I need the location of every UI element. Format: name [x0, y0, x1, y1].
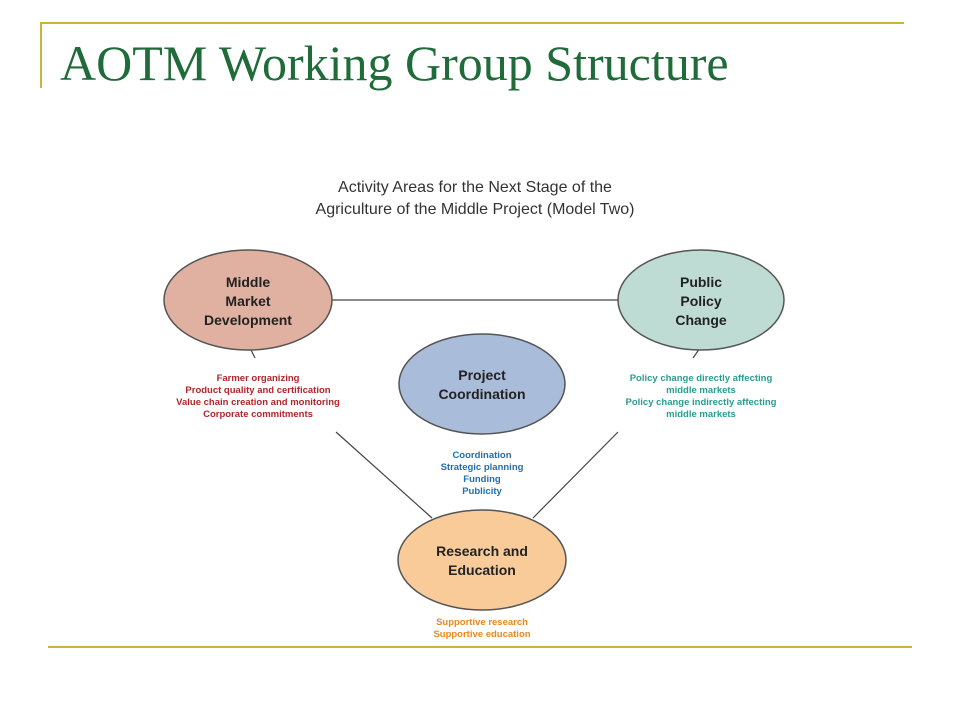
- middle-market-label-3: Development: [204, 312, 292, 328]
- middle-market-label-2: Market: [225, 293, 270, 309]
- slide-frame-left-line: [40, 22, 42, 88]
- research-education-activity-2: Supportive education: [433, 629, 530, 640]
- slide-title: AOTM Working Group Structure: [60, 35, 729, 91]
- research-education-node: [397, 509, 567, 611]
- research-education-label-1: Research and: [436, 543, 528, 559]
- public-policy-activity-1: Policy change directly affecting: [630, 373, 773, 384]
- slide-frame-bottom-line: [48, 646, 912, 648]
- slide-frame-top-line: [40, 22, 904, 24]
- middle-market-activity-2: Product quality and certification: [185, 385, 330, 396]
- middle-market-activity-1: Farmer organizing: [217, 373, 300, 384]
- public-policy-activity-2: middle markets: [666, 385, 736, 396]
- research-education-label-2: Education: [448, 562, 516, 578]
- connector-policy-research: [532, 431, 619, 519]
- middle-market-activity-4: Corporate commitments: [203, 409, 313, 420]
- project-coordination-activity-2: Strategic planning: [441, 462, 524, 473]
- middle-market-node: [163, 249, 333, 351]
- public-policy-label-3: Change: [675, 312, 727, 328]
- public-policy-label-2: Policy: [680, 293, 721, 309]
- middle-market-label-1: Middle: [226, 274, 271, 290]
- public-policy-node: [617, 249, 785, 351]
- public-policy-activity-3: Policy change indirectly affecting: [626, 397, 777, 408]
- project-coordination-label-1: Project: [458, 367, 506, 383]
- project-coordination-activity-4: Publicity: [462, 486, 502, 497]
- project-coordination-activity-1: Coordination: [452, 450, 511, 461]
- project-coordination-activity-3: Funding: [463, 474, 501, 485]
- research-education-activity-1: Supportive research: [436, 617, 528, 628]
- public-policy-activity-4: middle markets: [666, 409, 736, 420]
- project-coordination-node: [398, 333, 566, 435]
- diagram-heading-line2: Agriculture of the Middle Project (Model…: [316, 201, 635, 218]
- middle-market-activity-3: Value chain creation and monitoring: [176, 397, 340, 408]
- diagram-heading-line1: Activity Areas for the Next Stage of the: [338, 179, 612, 196]
- connector-market-research: [335, 431, 433, 519]
- public-policy-label-1: Public: [680, 274, 722, 290]
- project-coordination-label-2: Coordination: [438, 386, 525, 402]
